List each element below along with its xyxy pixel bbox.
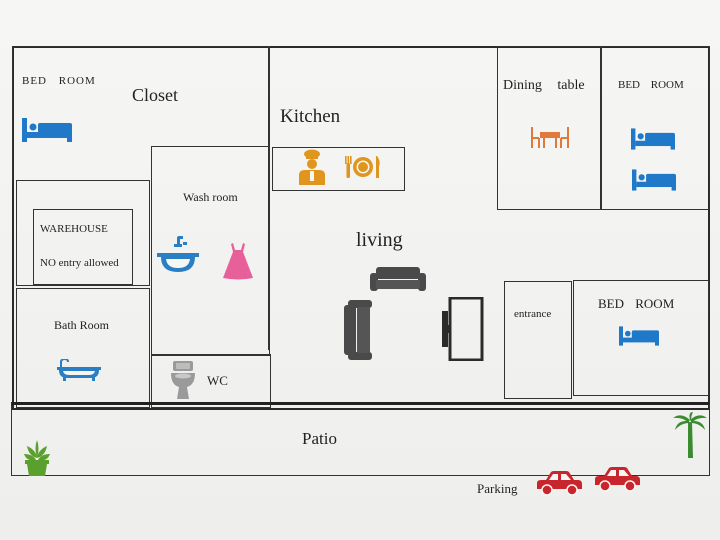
dress-icon xyxy=(223,243,253,280)
entrance-label: entrance xyxy=(514,308,552,320)
toilet-icon xyxy=(171,361,195,399)
warehouse-room xyxy=(16,180,150,286)
bath-room-label: Bath Room xyxy=(54,318,110,332)
chef-icon xyxy=(299,149,325,185)
car-icon xyxy=(595,467,640,492)
closet-room xyxy=(12,46,270,182)
warehouse-label: WAREHOUSE xyxy=(40,223,108,235)
bedroom-tl-label: BED ROOM xyxy=(22,75,96,87)
kitchen-label: Kitchen xyxy=(280,106,341,127)
bedroom-top-right xyxy=(600,46,710,210)
wc-label: WC xyxy=(207,373,228,388)
building-outline xyxy=(12,46,710,410)
plate-cutlery-icon xyxy=(345,156,380,178)
wash-room xyxy=(151,146,270,356)
bedroom-bottom-right xyxy=(573,280,709,396)
patio-label: Patio xyxy=(302,429,337,448)
living-label: living xyxy=(356,229,403,251)
bedroom-tr-label: BED ROOM xyxy=(618,79,684,91)
dining-table-icon xyxy=(531,127,569,148)
kitchen-counter xyxy=(272,147,405,191)
wash-room-label: Wash room xyxy=(183,190,238,204)
patio-area xyxy=(11,402,710,476)
bed-icon xyxy=(619,326,659,346)
car-icon xyxy=(537,471,582,496)
bath-room xyxy=(16,288,150,408)
dining-room xyxy=(497,46,602,210)
entrance-room xyxy=(504,281,572,399)
warehouse-inner xyxy=(33,209,133,285)
bed-icon xyxy=(632,169,676,191)
wall-closet-kitchen xyxy=(268,46,269,350)
sofa-icon xyxy=(344,300,372,360)
bed-icon xyxy=(631,128,675,150)
sink-icon xyxy=(157,236,199,272)
palm-tree-icon xyxy=(673,412,707,458)
dining-table-label: Dining table xyxy=(503,78,585,93)
bathtub-icon xyxy=(57,359,101,381)
closet-label: Closet xyxy=(132,85,179,105)
potted-plant-icon xyxy=(24,440,50,476)
bedroom-br-label: BED ROOM xyxy=(598,296,675,311)
tv-icon xyxy=(442,297,484,361)
bed-icon xyxy=(22,118,72,142)
no-entry-label: NO entry allowed xyxy=(40,257,119,269)
sofa-icon xyxy=(370,267,426,291)
parking-label: Parking xyxy=(477,481,518,496)
wc-room xyxy=(151,354,271,408)
